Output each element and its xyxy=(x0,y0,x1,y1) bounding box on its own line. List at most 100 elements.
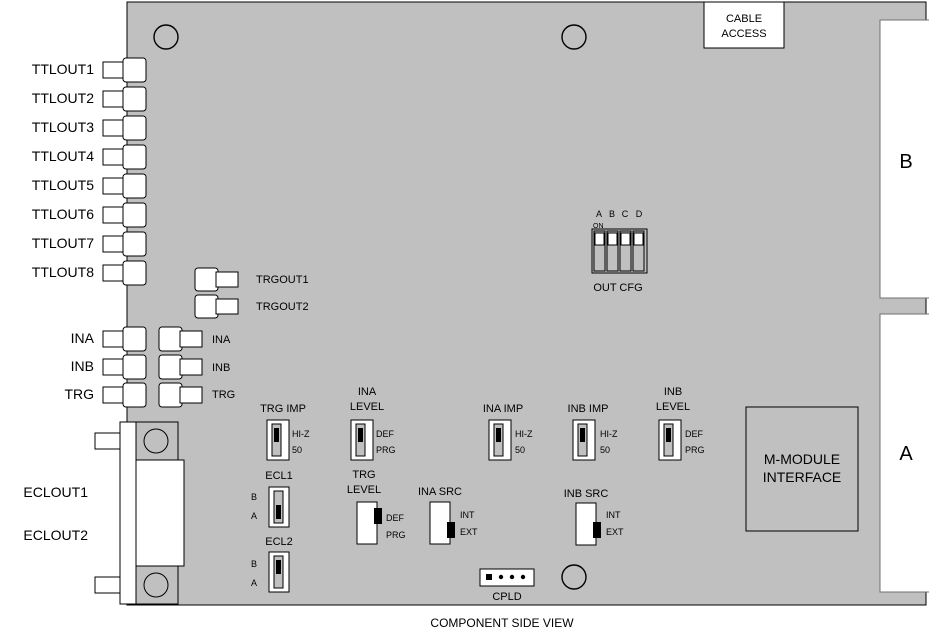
jumper-top-label: DEF xyxy=(685,429,704,439)
jumper-title: INA xyxy=(358,386,377,398)
input-left-shell xyxy=(102,358,126,376)
ttl-output-shell xyxy=(102,61,126,79)
ttl-output-shell xyxy=(102,264,126,282)
input-inner-shell xyxy=(179,330,203,348)
jumper-title: INA SRC xyxy=(418,486,462,498)
jumper-title: INB IMP xyxy=(568,403,609,415)
jumper-cap xyxy=(447,522,455,538)
jumper-title: INA IMP xyxy=(483,403,523,415)
trigger-output-connectors: TRGOUT1 TRGOUT2 xyxy=(194,267,309,319)
cable-access-line1: CABLE xyxy=(726,13,762,25)
jumper-cap xyxy=(580,428,585,442)
jumper-bottom-label: 50 xyxy=(515,445,525,455)
dip-slot xyxy=(619,230,632,272)
dsub-screw-block-top xyxy=(135,421,179,461)
jumper-top-label: HI-Z xyxy=(600,429,618,439)
jumper-inb-imp: INB IMP HI-Z 50 xyxy=(568,403,618,461)
ttl-output-label: TTLOUT2 xyxy=(32,90,94,106)
dip-letter: D xyxy=(636,209,643,219)
jumper-title: ECL1 xyxy=(265,470,293,482)
ttl-output-label: TTLOUT4 xyxy=(32,148,94,164)
trigger-output-1: TRGOUT1 xyxy=(194,267,309,292)
ecl-output-label: ECLOUT1 xyxy=(23,484,88,500)
jumper-ecl1: ECL1 B A xyxy=(251,470,293,528)
jumper-bottom-label: A xyxy=(251,511,257,521)
ttl-output-3: TTLOUT3 xyxy=(32,115,147,141)
caption: COMPONENT SIDE VIEW xyxy=(430,616,574,630)
cpld-pin xyxy=(498,574,504,580)
dsub-tab-top xyxy=(94,432,121,450)
dip-slot xyxy=(606,230,619,272)
dip-letter: A xyxy=(596,209,602,219)
jumper-ina-src: INA SRC INT EXT xyxy=(418,486,478,545)
dip-letter: C xyxy=(622,209,629,219)
cpld-pin xyxy=(520,574,526,580)
jumper-cap xyxy=(276,560,281,574)
mounting-hole xyxy=(561,24,587,50)
jumper-bottom-label: A xyxy=(251,578,257,588)
jumper-title: LEVEL xyxy=(350,401,384,413)
dsub-tab-bottom xyxy=(94,576,121,594)
jumper-top-label: DEF xyxy=(376,429,395,439)
jumper-cap xyxy=(276,505,281,519)
input-inner-jack xyxy=(158,382,183,408)
jumper-top-label: HI-Z xyxy=(515,429,533,439)
ttl-output-label: TTLOUT8 xyxy=(32,264,94,280)
cable-access-line2: ACCESS xyxy=(721,28,766,40)
ttl-output-5: TTLOUT5 xyxy=(32,173,147,199)
m-module-label-line2: INTERFACE xyxy=(763,469,842,485)
dip-switch: A B C D ON OUT CFG xyxy=(591,209,648,294)
jumper-top-label: INT xyxy=(460,510,475,520)
ttl-output-4: TTLOUT4 xyxy=(32,144,147,170)
jumper-bottom-label: PRG xyxy=(386,530,406,540)
jumper-title: TRG xyxy=(352,469,375,481)
ttl-output-shell xyxy=(102,235,126,253)
jumper-cap xyxy=(496,428,501,442)
ttl-output-jack xyxy=(122,57,147,83)
input-inner-shell xyxy=(179,358,203,376)
m-module-interface-box xyxy=(745,406,859,532)
jumper-top-label: DEF xyxy=(386,513,405,523)
input-inner-label: INA xyxy=(212,334,231,346)
jumper-trg-imp: TRG IMP HI-Z 50 xyxy=(260,403,310,461)
slot-b xyxy=(879,19,929,299)
dip-letter: B xyxy=(609,209,615,219)
input-inner-ina: INA xyxy=(158,326,231,352)
jumper-title: LEVEL xyxy=(347,484,381,496)
dip-on-label: ON xyxy=(593,223,604,230)
jumper-top-label: B xyxy=(251,492,257,502)
input-left-label: INA xyxy=(71,330,95,346)
ttl-output-jack xyxy=(122,115,147,141)
ttl-output-jack xyxy=(122,86,147,112)
mounting-hole xyxy=(561,564,587,590)
jumper-inb-src: INB SRC INT EXT xyxy=(564,488,624,546)
input-left-label: INB xyxy=(71,358,94,374)
jumper-bottom-label: PRG xyxy=(376,445,396,455)
ttl-output-jack xyxy=(122,260,147,286)
ttl-output-jack xyxy=(122,202,147,228)
slot-a xyxy=(879,313,929,593)
jumper-top-label: HI-Z xyxy=(292,429,310,439)
ttl-output-8: TTLOUT8 xyxy=(32,260,147,286)
input-left-trg: TRG xyxy=(64,382,147,408)
trigger-output-jack xyxy=(194,294,219,319)
ttl-output-jack xyxy=(122,173,147,199)
jumper-title: INB SRC xyxy=(564,488,609,500)
ttl-output-shell xyxy=(102,177,126,195)
dip-toggle xyxy=(620,232,631,246)
m-module-label-line1: M-MODULE xyxy=(764,451,840,467)
jumper-cap xyxy=(274,428,279,442)
jumper-trg-level: TRG LEVEL DEF PRG xyxy=(347,469,406,545)
ttl-output-jack xyxy=(122,231,147,257)
input-inner-inb: INB xyxy=(158,354,230,380)
ecl-output-label: ECLOUT2 xyxy=(23,527,88,543)
input-inner-trg: TRG xyxy=(158,382,235,408)
jumper-bottom-label: EXT xyxy=(460,527,478,537)
jumper-bottom-label: EXT xyxy=(606,527,624,537)
input-left-jack xyxy=(122,326,147,352)
slot-b-label: B xyxy=(899,151,912,173)
cpld-pin1 xyxy=(486,574,492,580)
jumper-cap xyxy=(374,508,382,524)
dip-slot xyxy=(593,230,606,272)
